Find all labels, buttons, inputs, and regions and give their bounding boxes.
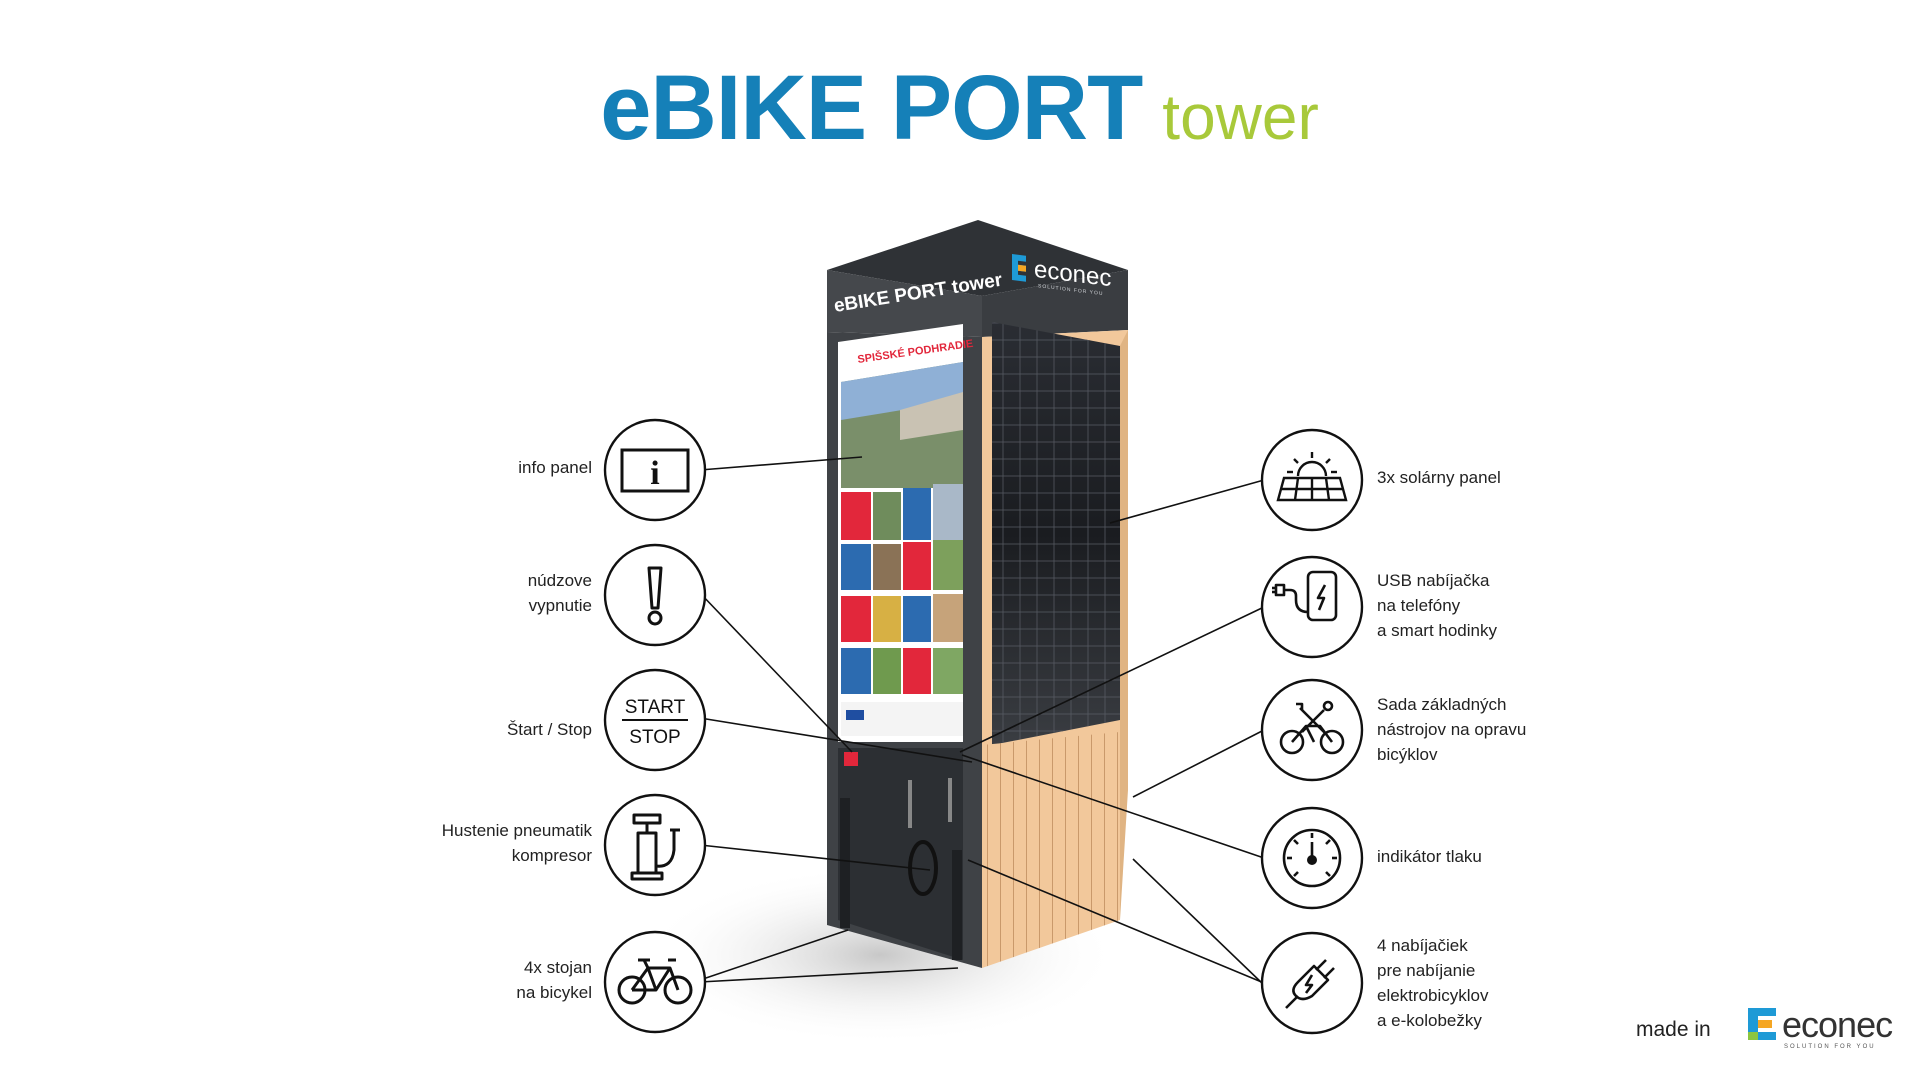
tower-header-front [827,270,982,337]
tower-roof-top [827,220,1128,296]
info-icon [620,448,690,493]
feature-icon-plug [1260,931,1364,1035]
info-panel-tiles [841,484,963,736]
bike-stand-left [840,798,850,928]
econec-logo-icon [1748,1008,1776,1040]
feature-icon-solar [1260,428,1364,532]
feature-icon-start-stop: START STOP [603,668,707,772]
feature-icon-pump [603,793,707,897]
label-solar: 3x solárny panel [1377,468,1501,487]
page-title: eBIKE PORT tower [0,56,1919,161]
label-pump: Hustenie pneumatik kompresor [441,821,592,865]
connector-lines [699,456,1265,986]
label-info-panel: info panel [518,458,592,477]
emergency-button[interactable] [844,752,858,766]
feature-icon-tools [1260,678,1364,782]
label-plug: 4 nabíjačiek pre nabíjanie elektrobicykl… [1377,936,1489,1030]
title-sub: tower [1162,81,1319,153]
exclamation-icon [647,566,663,610]
plug-icon [1285,959,1335,1009]
usb-phone-icon [1272,570,1338,622]
label-start-stop: Štart / Stop [506,720,592,739]
bicycle-icon [617,958,693,1005]
start-stop-icon-top: START [625,697,686,718]
footer-tagline: SOLUTION FOR YOU [1784,1044,1876,1050]
label-usb: USB nabíjačka na telefóny a smart hodink… [1377,571,1497,640]
start-stop-icon-bottom: STOP [629,727,680,748]
feature-icon-emergency [603,543,707,647]
bike-stand-right [952,850,962,960]
made-in-label: made in [1636,1018,1711,1041]
footer-brand: econec [1782,1004,1893,1045]
solar-panel-cells [992,322,1120,745]
feature-icon-usb [1260,555,1364,659]
label-tools: Sada základných nástrojov na opravu bicý… [1377,695,1527,764]
service-niche [838,748,963,960]
solar-panel-icon [1276,452,1348,502]
feature-icon-info: i [603,418,707,522]
label-bike-stand: 4x stojan na bicykel [516,958,592,1002]
feature-icon-gauge [1260,806,1364,910]
tower-header-side [982,270,1128,337]
bike-tools-icon [1279,700,1345,755]
feature-icon-bike-stand [603,930,707,1034]
title-main: eBIKE PORT [600,57,1143,159]
label-emergency: núdzove vypnutie [527,571,592,615]
pump-icon [630,813,680,881]
svg-text:i: i [650,455,659,492]
label-gauge: indikátor tlaku [1377,847,1482,866]
